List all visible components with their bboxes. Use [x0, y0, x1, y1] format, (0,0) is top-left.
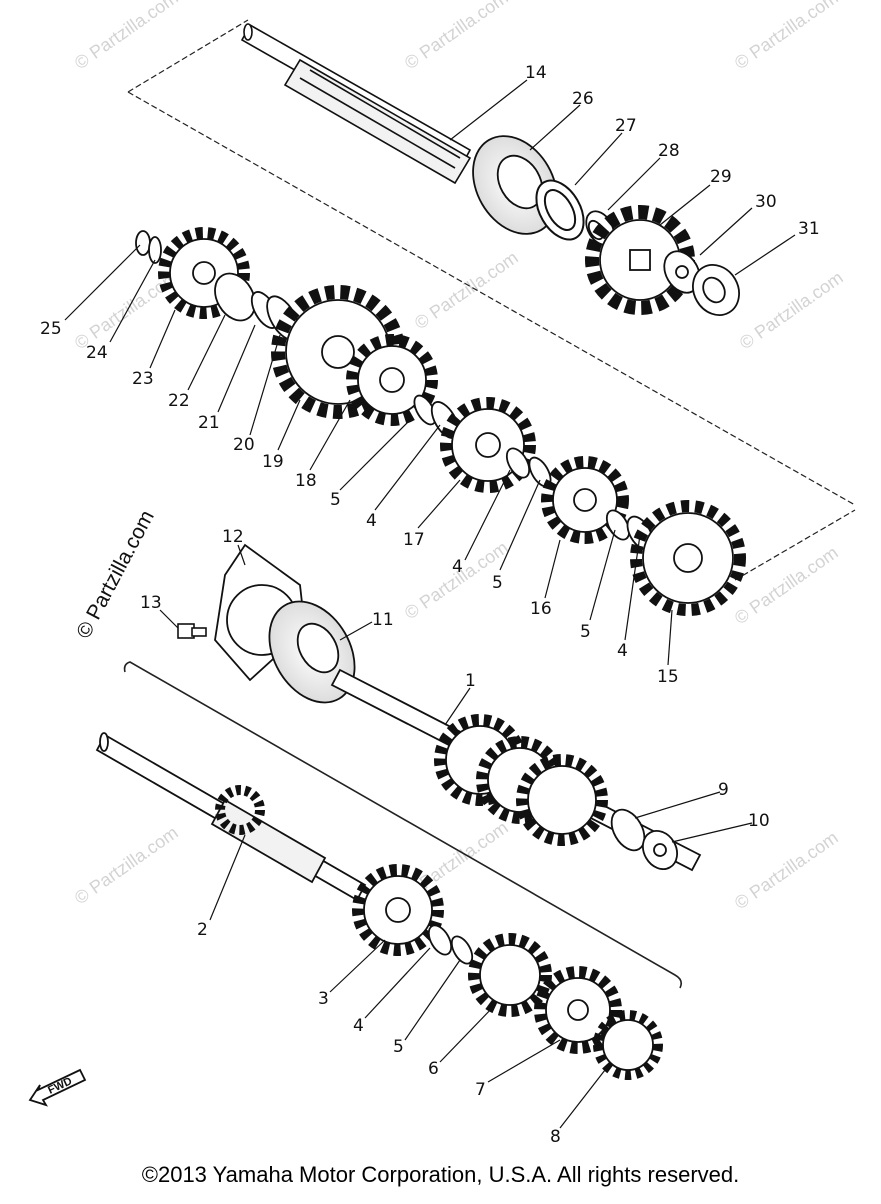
bolt-13 [177, 623, 207, 639]
gear-stack-middle [135, 227, 746, 616]
main-shaft [240, 23, 472, 185]
part-number-21: 21 [198, 413, 220, 433]
part-number-5: 5 [330, 490, 341, 510]
fwd-label: FWD [46, 1075, 74, 1096]
part-number-31: 31 [798, 219, 820, 239]
part-number-22: 22 [168, 391, 190, 411]
watermark-text: © Partzilla.com [71, 0, 182, 73]
part-number-13: 13 [140, 593, 162, 613]
part-number-6: 6 [428, 1059, 439, 1079]
watermark-text: © Partzilla.com [731, 542, 842, 628]
part-number-9: 9 [718, 780, 729, 800]
watermark-text: © Partzilla.com [71, 267, 182, 353]
watermark-text: © Partzilla.com [71, 822, 182, 908]
part-number-11: 11 [372, 610, 394, 630]
part-number-4: 4 [366, 511, 377, 531]
part-labels: 14 26 27 28 29 30 31 25 24 23 22 21 20 1… [40, 63, 820, 1147]
part-number-24: 24 [86, 343, 108, 363]
part-number-4: 4 [452, 557, 463, 577]
part-number-8: 8 [550, 1127, 561, 1147]
part-number-4: 4 [353, 1016, 364, 1036]
side-watermark: © Partzilla.com [72, 507, 159, 643]
seal-27 [535, 179, 585, 241]
nut-31 [692, 264, 740, 316]
part-number-19: 19 [262, 452, 284, 472]
part-number-30: 30 [755, 192, 777, 212]
part-number-16: 16 [530, 599, 552, 619]
watermark-text: © Partzilla.com [731, 827, 842, 913]
part-number-15: 15 [657, 667, 679, 687]
reference-lines [127, 19, 856, 581]
copyright-footer: ©2013 Yamaha Motor Corporation, U.S.A. A… [141, 1162, 740, 1187]
shaft-1 [330, 668, 702, 872]
part-number-28: 28 [658, 141, 680, 161]
watermark-text: © Partzilla.com [736, 267, 847, 353]
part-number-1: 1 [465, 671, 476, 691]
part-number-25: 25 [40, 319, 62, 339]
part-number-12: 12 [222, 527, 244, 547]
bearing-26 [472, 135, 558, 235]
bearing-11 [268, 600, 356, 704]
part-number-23: 23 [132, 369, 154, 389]
part-number-17: 17 [403, 530, 425, 550]
part-number-5: 5 [492, 573, 503, 593]
leader-lines [64, 79, 796, 1129]
watermark-text: © Partzilla.com [401, 0, 512, 73]
part-number-5: 5 [580, 622, 591, 642]
part-number-4: 4 [617, 641, 628, 661]
part-number-5: 5 [393, 1037, 404, 1057]
part-number-20: 20 [233, 435, 255, 455]
part-number-7: 7 [475, 1080, 486, 1100]
shaft-2 [95, 732, 663, 1080]
watermark-text: © Partzilla.com [731, 0, 842, 73]
part-number-10: 10 [748, 811, 770, 831]
part-number-27: 27 [615, 116, 637, 136]
fwd-arrow-icon: FWD [28, 1068, 87, 1107]
part-number-3: 3 [318, 989, 329, 1009]
lock-washer-30 [663, 250, 701, 294]
part-number-2: 2 [197, 920, 208, 940]
part-number-18: 18 [295, 471, 317, 491]
part-number-29: 29 [710, 167, 732, 187]
part-number-26: 26 [572, 89, 594, 109]
watermark-text: © Partzilla.com [411, 247, 522, 333]
part-number-14: 14 [525, 63, 547, 83]
